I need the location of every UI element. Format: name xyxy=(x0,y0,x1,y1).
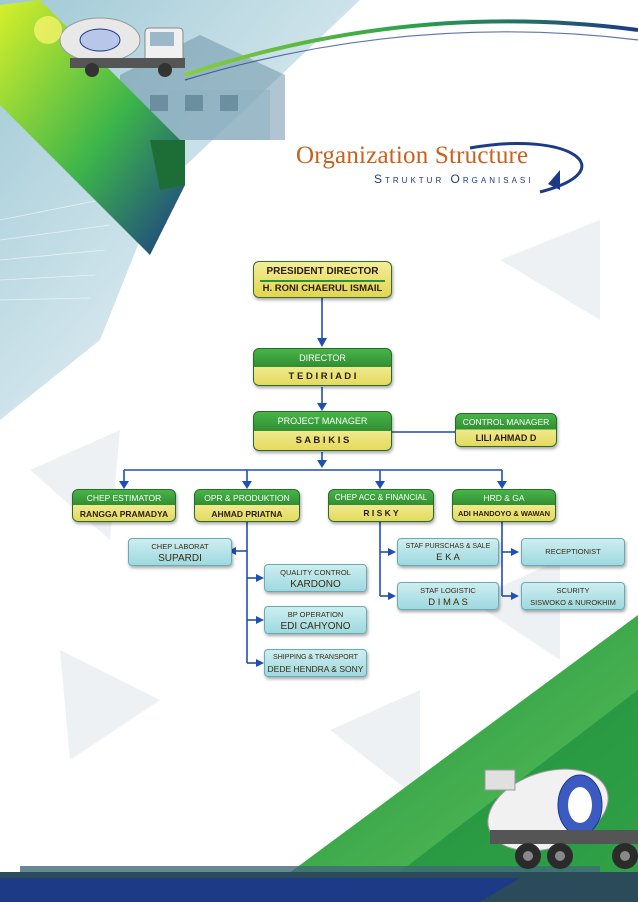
node-control-manager: CONTROL MANAGER LILI AHMAD D xyxy=(455,413,557,447)
node-shipping-transport: SHIPPING & TRANSPORT DEDE HENDRA & SONY xyxy=(264,649,367,677)
node-scurity: SCURITY SISWOKO & NUROKHIM xyxy=(521,582,625,610)
title-block: Organization Structure Struktur Organisa… xyxy=(296,142,596,202)
node-role: RECEPTIONIST xyxy=(545,547,601,556)
node-role: CONTROL MANAGER xyxy=(462,417,550,427)
node-role: PRESIDENT DIRECTOR xyxy=(266,266,379,277)
node-role: HRD & GA xyxy=(483,493,525,503)
node-name: EDI CAHYONO xyxy=(280,620,351,632)
node-role: QUALITY CONTROL xyxy=(280,568,351,577)
node-president-director: PRESIDENT DIRECTOR H. RONI CHAERUL ISMAI… xyxy=(253,261,392,298)
node-chep-laborat: CHEP LABORAT SUPARDI xyxy=(128,538,232,566)
node-chep-acc-financial: CHEP ACC & FINANCIAL R I S K Y xyxy=(328,489,434,522)
page-subtitle: Struktur Organisasi xyxy=(374,172,534,186)
node-name: D I M A S xyxy=(428,596,468,608)
mixer-truck-icon-large xyxy=(484,768,638,869)
node-opr-produktion: OPR & PRODUKTION AHMAD PRIATNA xyxy=(194,489,300,522)
node-receptionist: RECEPTIONIST xyxy=(521,538,625,566)
page-title: Organization Structure xyxy=(296,142,529,169)
node-role: STAF PURSCHAS & SALE xyxy=(405,543,491,550)
node-role: SHIPPING & TRANSPORT xyxy=(273,654,358,661)
node-role: PROJECT MANAGER xyxy=(277,416,368,426)
node-role: STAF LOGISTIC xyxy=(420,586,476,595)
node-staf-purschas-sale: STAF PURSCHAS & SALE E K A xyxy=(397,538,499,566)
node-name: DEDE HENDRA & SONY xyxy=(267,664,364,674)
node-role: DIRECTOR xyxy=(299,353,346,363)
node-role: CHEP ACC & FINANCIAL xyxy=(334,493,428,502)
node-role: BP OPERATION xyxy=(287,610,344,619)
node-name: ADI HANDOYO & WAWAN xyxy=(457,508,551,518)
node-name: RANGGA PRAMADYA xyxy=(79,508,169,519)
node-name: AHMAD PRIATNA xyxy=(211,508,283,519)
node-name: R I S K Y xyxy=(363,508,399,518)
node-staf-logistic: STAF LOGISTIC D I M A S xyxy=(397,582,499,610)
node-chep-estimator: CHEP ESTIMATOR RANGGA PRAMADYA xyxy=(72,489,176,522)
node-name: S A B I K I S xyxy=(295,435,350,446)
node-director: DIRECTOR T E D I R I A D I xyxy=(253,348,392,386)
node-name: SUPARDI xyxy=(158,552,202,564)
node-role: CHEP ESTIMATOR xyxy=(86,493,162,503)
node-role: SCURITY xyxy=(556,586,590,595)
node-bp-operation: BP OPERATION EDI CAHYONO xyxy=(264,606,367,634)
node-name: LILI AHMAD D xyxy=(475,432,537,443)
node-quality-control: QUALITY CONTROL KARDONO xyxy=(264,564,367,592)
node-name: E K A xyxy=(436,552,460,563)
node-name: T E D I R I A D I xyxy=(288,371,357,382)
node-project-manager: PROJECT MANAGER S A B I K I S xyxy=(253,411,392,451)
node-name: H. RONI CHAERUL ISMAIL xyxy=(262,283,383,294)
node-role: OPR & PRODUKTION xyxy=(204,493,290,503)
node-name: KARDONO xyxy=(290,578,341,590)
mixer-truck-icon xyxy=(34,16,185,77)
node-hrd-ga: HRD & GA ADI HANDOYO & WAWAN xyxy=(452,489,556,522)
node-name: SISWOKO & NUROKHIM xyxy=(530,597,616,607)
node-role: CHEP LABORAT xyxy=(151,542,209,551)
